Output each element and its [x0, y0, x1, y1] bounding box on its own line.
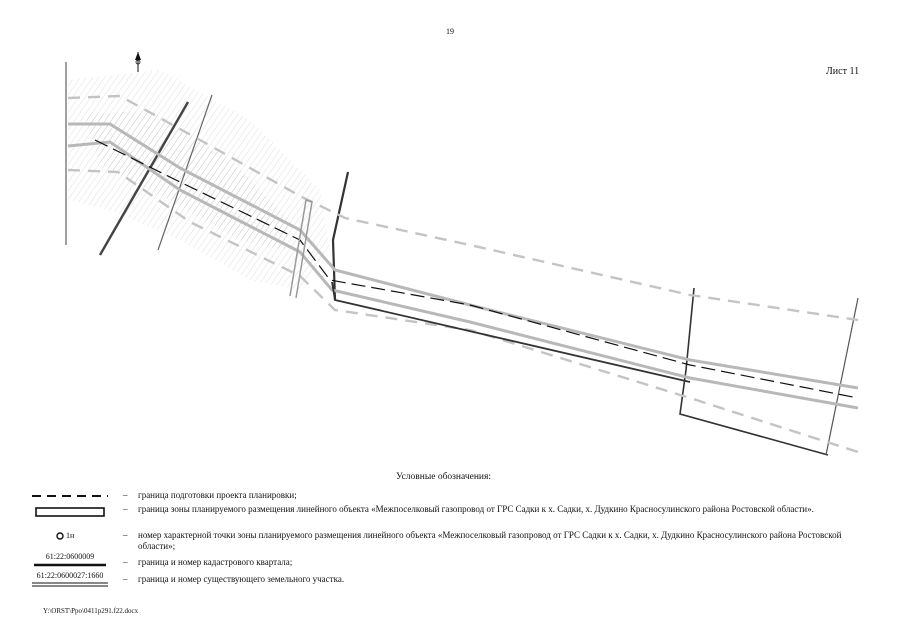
page-number: 19 — [446, 27, 454, 36]
legend-dash: – — [123, 557, 128, 567]
legend-text: граница подготовки проекта планировки; — [138, 490, 297, 500]
gas-pipeline-axis — [94, 139, 859, 399]
legend-text: номер характерной точки зоны планируемог… — [138, 530, 842, 551]
legend-item-land-parcel: 61:22:0600027:1660 – граница и номер сущ… — [30, 570, 870, 590]
parcel-line-symbol: 61:22:0600027:1660 — [30, 570, 110, 590]
quarter-number-label: 61:22:0600009 — [45, 552, 95, 561]
terrain-hatching — [68, 70, 330, 290]
legend-text: граница и номер кадастрового квартала; — [138, 557, 293, 567]
file-path: Y:\ORST\Ppo\0411p291.f22.docx — [43, 607, 139, 615]
north-arrow-icon — [135, 52, 141, 72]
planning-boundary-dashed — [67, 94, 859, 454]
legend-dash: – — [123, 504, 128, 514]
plan-drawing — [65, 52, 859, 456]
dashed-line-symbol — [32, 495, 108, 497]
sheet-label: Лист 11 — [826, 66, 860, 77]
legend-item-cadastral-quarter: 61:22:0600009 – граница и номер кадастро… — [30, 552, 870, 572]
legend-text: граница зоны планируемого размещения лин… — [138, 504, 814, 514]
legend-dash: – — [123, 530, 128, 540]
legend-title: Условные обозначения: — [396, 472, 492, 482]
point-marker-symbol: 1н — [30, 530, 110, 542]
parcel-number-label: 61:22:0600027:1660 — [36, 571, 104, 580]
legend-text: граница и номер существующего земельного… — [138, 574, 345, 584]
point-marker-label: 1н — [66, 531, 75, 540]
double-line-box-symbol — [35, 507, 105, 517]
road-bridge — [289, 199, 313, 299]
legend-dash: – — [123, 490, 128, 500]
zone-boundary-double-lines — [67, 122, 859, 410]
legend-dash: – — [123, 574, 128, 584]
cadastral-quarter-lines — [65, 62, 859, 456]
quarter-line-symbol: 61:22:0600009 — [30, 552, 110, 572]
